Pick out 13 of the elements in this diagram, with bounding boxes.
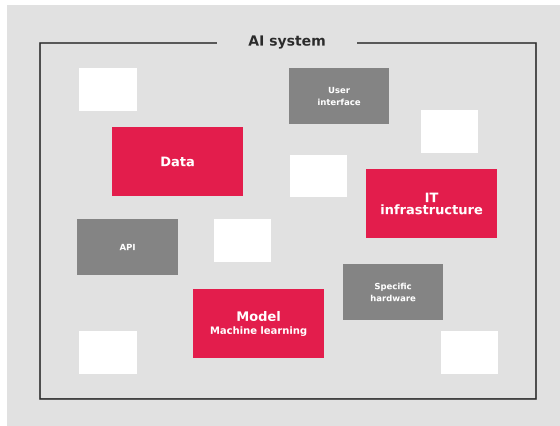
component-box: Specific hardware xyxy=(343,264,443,320)
empty-box xyxy=(79,68,137,111)
frame-title: AI system xyxy=(248,35,325,49)
component-box: API xyxy=(77,219,178,275)
component-box: User interface xyxy=(289,68,389,124)
empty-box xyxy=(214,219,271,262)
empty-box xyxy=(290,155,347,197)
empty-box xyxy=(79,331,137,374)
core-box: Model Machine learning xyxy=(193,289,324,358)
empty-box xyxy=(421,110,478,153)
core-box: Data xyxy=(112,127,243,196)
empty-box xyxy=(441,331,498,374)
core-box: IT infrastructure xyxy=(366,169,497,238)
